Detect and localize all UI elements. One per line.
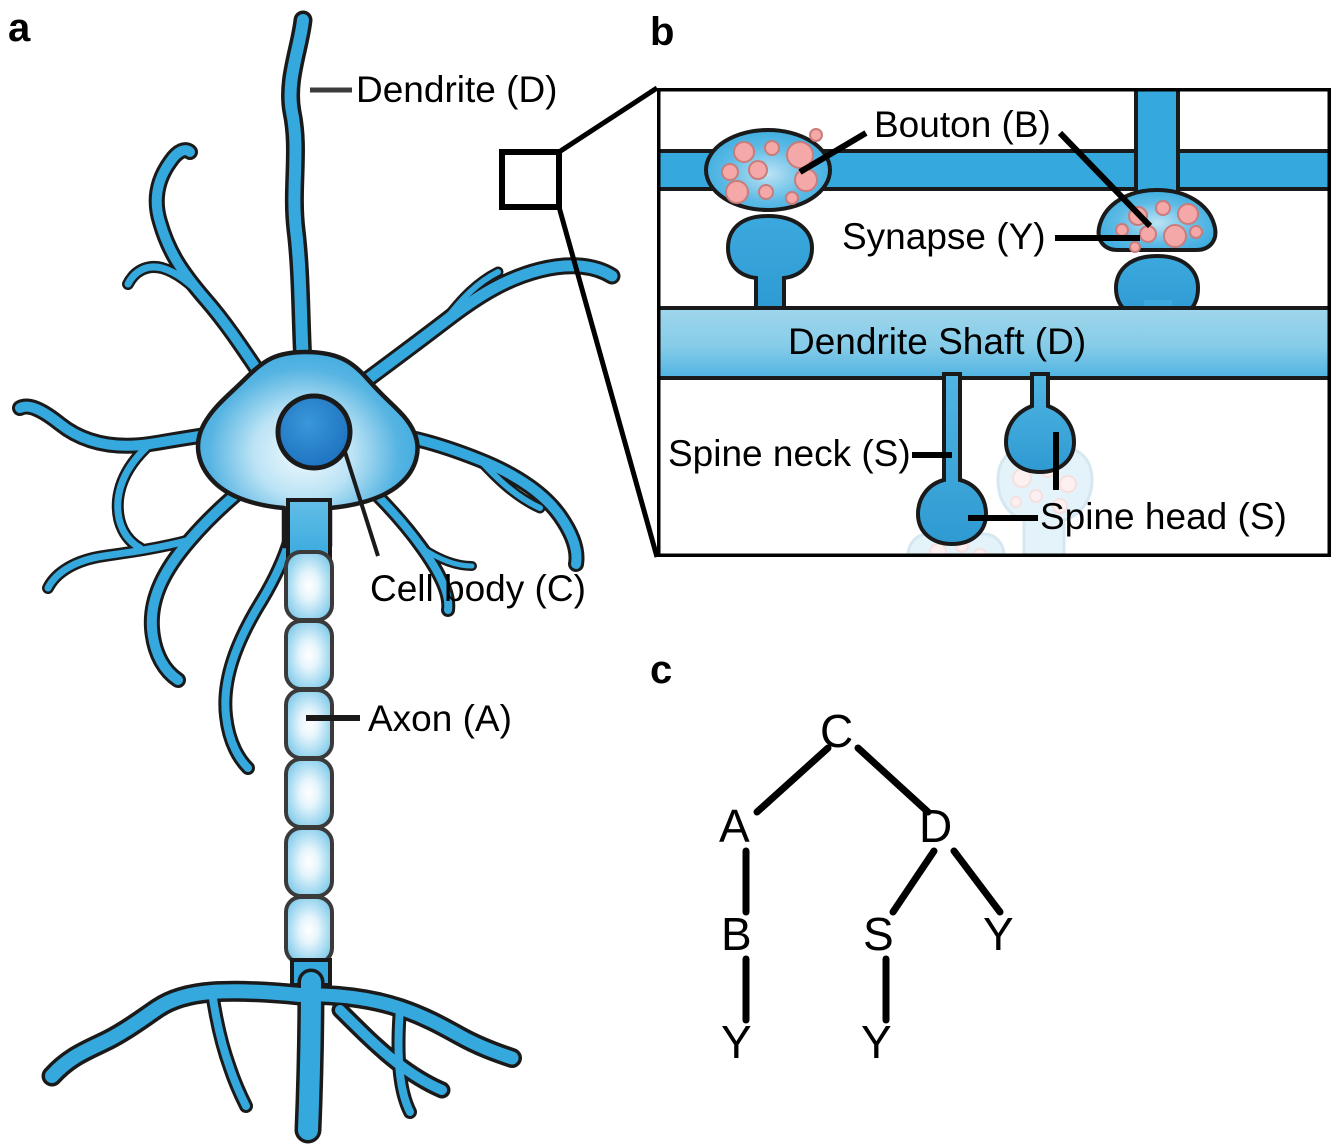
annotation-dendrite-shaft: Dendrite Shaft (D) [788, 321, 1087, 362]
bouton-left [704, 128, 832, 212]
spine-neck-long [915, 372, 989, 547]
synaptic-vesicles-left [721, 128, 823, 205]
annotation-spine-head: Spine head (S) [1040, 496, 1287, 537]
dendrite-shaft [657, 306, 1331, 380]
tree-node-Y3: Y [861, 1016, 892, 1068]
magnifier-connector-top [557, 85, 659, 155]
tree-node-Y2: Y [721, 1016, 752, 1068]
panel-label-c: c [650, 648, 673, 692]
panel-label-b: b [650, 10, 675, 54]
tree-node-Y1: Y [983, 908, 1014, 960]
magnifier-connector-bottom [556, 206, 660, 558]
leader-cell-body [343, 451, 380, 557]
annotation-spine-neck: Spine neck (S) [668, 433, 911, 474]
tree-node-B: B [721, 908, 752, 960]
magnification-box [499, 149, 562, 210]
leader-bouton-left [798, 130, 868, 175]
annotation-bouton: Bouton (B) [874, 104, 1051, 145]
tree-node-C: C [820, 705, 854, 757]
annotation-axon: Axon (A) [368, 698, 512, 739]
annotation-dendrite: Dendrite (D) [356, 69, 558, 110]
tree-edges [742, 744, 1004, 1024]
leader-bouton-right [1057, 130, 1153, 229]
tree-node-S: S [863, 908, 894, 960]
tree-node-D: D [919, 800, 953, 852]
panel-label-a: a [8, 6, 31, 50]
myelin-sheath-segments [284, 550, 334, 965]
annotation-cell-body: Cell body (C) [370, 568, 586, 609]
axon-terminal-arbor [41, 958, 522, 1144]
nucleus [275, 393, 353, 471]
annotation-synapse: Synapse (Y) [842, 216, 1046, 257]
panel-b-graphic [657, 88, 1331, 557]
tree-node-A: A [719, 800, 750, 852]
